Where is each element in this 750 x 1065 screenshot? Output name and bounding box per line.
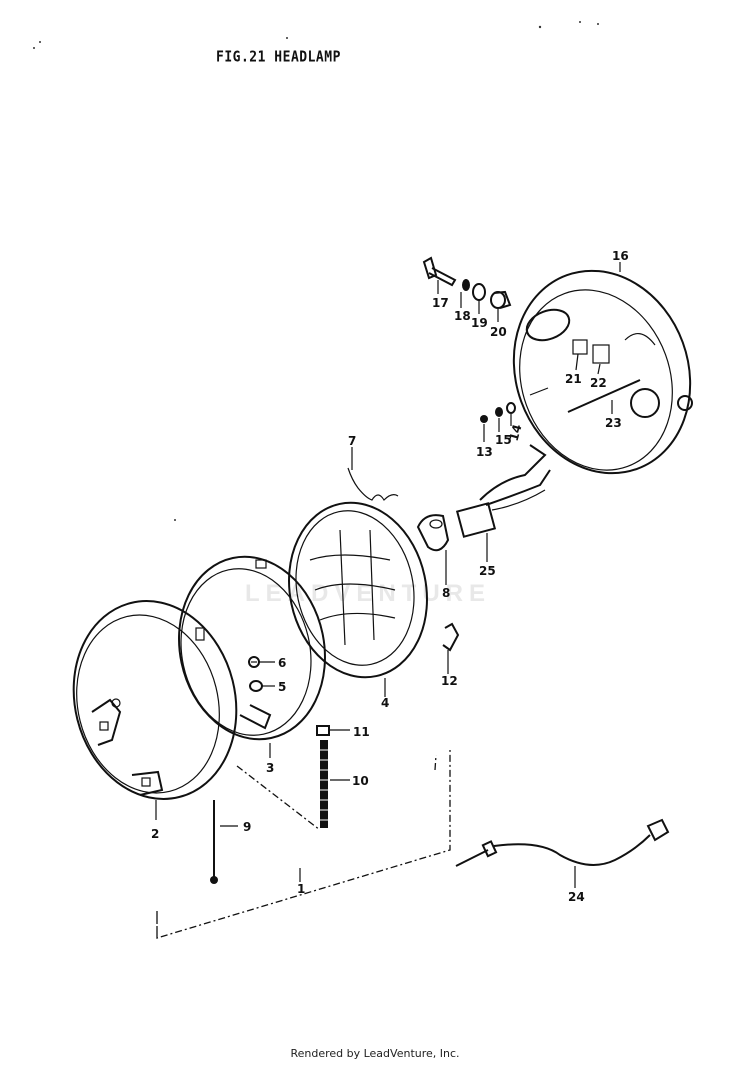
washer-15[interactable] (495, 407, 503, 417)
sealed-beam-unit-4[interactable] (273, 490, 443, 690)
callout-24: 24 (568, 890, 585, 904)
screw-9[interactable] (210, 800, 218, 884)
screw-6[interactable] (248, 656, 260, 668)
callout-1: 1 (297, 882, 305, 896)
callout-16: 16 (612, 249, 629, 263)
harness-24[interactable] (455, 818, 670, 867)
callout-17: 17 (432, 296, 449, 310)
collar-20[interactable] (490, 290, 512, 309)
leader-lines (155, 262, 621, 888)
callout-labels: 1 2 3 4 5 6 7 8 9 10 11 12 13 14 15 16 1… (151, 249, 629, 904)
washer-14[interactable] (506, 402, 516, 414)
callout-15: 15 (495, 433, 512, 447)
callout-7: 7 (348, 434, 356, 448)
clip-12[interactable] (442, 622, 460, 652)
callout-23: 23 (605, 416, 622, 430)
nut-5[interactable] (249, 680, 263, 692)
callout-20: 20 (490, 325, 507, 339)
connector-25[interactable] (455, 444, 551, 538)
callout-10: 10 (352, 774, 369, 788)
spring-10[interactable] (320, 740, 328, 828)
rim-2[interactable] (53, 584, 257, 817)
scan-specks (33, 21, 599, 521)
bolt-17[interactable] (422, 256, 457, 287)
callout-6: 6 (278, 656, 286, 670)
callout-5: 5 (278, 680, 286, 694)
callout-22: 22 (590, 376, 607, 390)
washer-19[interactable] (472, 283, 486, 301)
mounting-ring-3[interactable] (162, 543, 341, 753)
callout-3: 3 (266, 761, 274, 775)
callout-18: 18 (454, 309, 471, 323)
wire-7[interactable] (347, 467, 399, 501)
callout-9: 9 (243, 820, 251, 834)
bulb-socket-8[interactable] (416, 514, 450, 552)
washer-18[interactable] (462, 279, 470, 291)
nut-11[interactable] (316, 725, 330, 736)
callout-25: 25 (479, 564, 496, 578)
group-bracket-1 (156, 750, 451, 939)
callout-11: 11 (353, 725, 370, 739)
callout-19: 19 (471, 316, 488, 330)
callout-13: 13 (476, 445, 493, 459)
callout-21: 21 (565, 372, 582, 386)
footer-credit: Rendered by LeadVenture, Inc. (290, 1047, 460, 1060)
callout-14: 14 (507, 423, 525, 443)
callout-2: 2 (151, 827, 159, 841)
housing-shell[interactable] (486, 246, 718, 498)
callout-12: 12 (441, 674, 458, 688)
figure-title: FIG.21 HEADLAMP (216, 48, 341, 67)
screw-13[interactable] (480, 415, 488, 423)
callout-8: 8 (442, 586, 450, 600)
callout-4: 4 (381, 696, 389, 710)
